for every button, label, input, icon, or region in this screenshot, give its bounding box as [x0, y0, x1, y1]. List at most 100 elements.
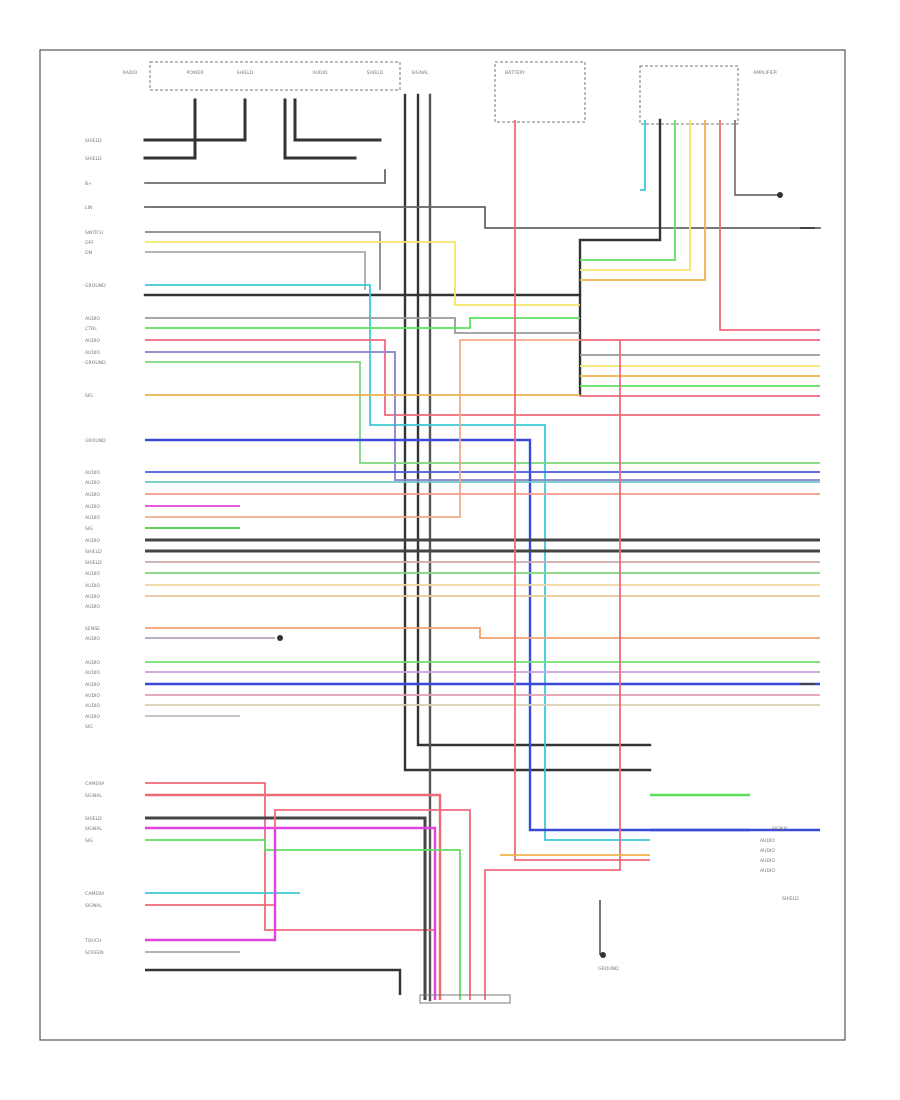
top-label-group: RADIO POWER SHIELD AUDIO SHIELD SIGNAL B…: [123, 70, 778, 76]
wire-trunk-1: [403, 93, 652, 772]
wire-ctrl-green: [145, 317, 580, 329]
left-label: SIG: [85, 724, 93, 730]
left-label: GROUND: [85, 438, 106, 444]
signal-wires: [145, 120, 820, 1000]
right-label: SIGNAL: [772, 826, 789, 832]
left-label: SIG: [85, 393, 93, 399]
left-label: AUDIO: [85, 714, 100, 720]
wire-switch: [145, 231, 381, 290]
left-label: CAMERA: [85, 891, 105, 897]
left-label: AUDIO: [85, 515, 100, 521]
wire-audio-pink: [145, 339, 820, 416]
ground-symbol-top: [777, 192, 783, 198]
left-label: AUDIO: [85, 693, 100, 699]
left-label: SHIELD: [85, 138, 102, 144]
left-label: AUDIO: [85, 350, 100, 356]
left-label: CTRL: [85, 326, 97, 332]
ground-symbol-left: [277, 635, 283, 641]
left-label: SENSE: [85, 626, 100, 632]
left-label: SHIELD: [85, 816, 102, 822]
left-label: AUDIO: [85, 338, 100, 344]
left-label-group: SHIELD SHIELD B+ LIN SWITCH OFF ON GROUN…: [84, 138, 106, 956]
left-label: AUDIO: [85, 660, 100, 666]
top-connector-c: [639, 65, 739, 125]
left-label: GROUND: [85, 360, 106, 366]
top-connector-a: [149, 61, 401, 91]
left-label: SIG: [85, 526, 93, 532]
left-label: ON: [85, 250, 92, 256]
left-label: SIGNAL: [85, 903, 102, 909]
left-label: AUDIO: [85, 492, 100, 498]
wire-audio-peach: [145, 339, 580, 518]
left-label: AUDIO: [85, 538, 100, 544]
top-label: RADIO: [123, 70, 138, 76]
left-label: SHIELD: [85, 156, 102, 162]
right-label: AUDIO: [760, 848, 775, 854]
left-label: AUDIO: [85, 470, 100, 476]
wire-b-plus: [144, 169, 386, 184]
left-label: AUDIO: [85, 703, 100, 709]
left-label: GROUND: [85, 283, 106, 289]
left-label: AUDIO: [85, 504, 100, 510]
wire-amp-cyan: [640, 120, 646, 191]
top-label: BATTERY: [505, 70, 525, 76]
left-label: SCREEN: [85, 950, 104, 956]
wire-battery: [514, 120, 650, 861]
wire-touch-magenta: [145, 828, 277, 942]
wire-signal-magenta: [145, 826, 437, 1000]
wire-amp-red: [719, 120, 820, 331]
left-label: SHIELD: [85, 549, 102, 555]
wire-signal-green3: [145, 839, 461, 1000]
top-label: AUDIO: [312, 70, 327, 76]
wire-camera-red2: [145, 809, 471, 1000]
wire-shield-1: [143, 98, 247, 142]
diagram-frame: [39, 49, 846, 1041]
left-label: LIN: [85, 205, 92, 211]
left-label: AUDIO: [85, 316, 100, 322]
left-label: AUDIO: [85, 636, 100, 642]
right-label: SHIELD: [782, 896, 799, 902]
left-label: OFF: [85, 240, 94, 246]
left-label: AUDIO: [85, 571, 100, 577]
top-label: SHIELD: [367, 70, 384, 76]
wire-camera-red: [145, 793, 442, 1000]
wire-lower-red: [484, 340, 621, 1000]
wire-sense-peach: [145, 627, 820, 639]
top-label: SIGNAL: [412, 70, 429, 76]
wire-shield-7: [145, 816, 427, 1000]
top-label: SHIELD: [237, 70, 254, 76]
right-connector-ticks: [800, 227, 815, 685]
left-label: AUDIO: [85, 682, 100, 688]
right-label: AUDIO: [760, 868, 775, 874]
wire-audio-violet: [145, 351, 820, 481]
left-label: AUDIO: [85, 604, 100, 610]
wire-ground-cyan: [145, 284, 650, 841]
top-connector-b: [494, 61, 586, 123]
right-label-group: SIGNAL AUDIO AUDIO AUDIO AUDIO SHIELD GR…: [598, 826, 799, 972]
wire-on: [145, 251, 366, 290]
left-label: AUDIO: [85, 583, 100, 589]
wire-off: [145, 241, 580, 306]
left-label: SWITCH: [85, 230, 103, 236]
left-label: SIGNAL: [85, 793, 102, 799]
left-label: TOUCH: [84, 938, 101, 944]
wire-trunk-2: [416, 93, 652, 747]
wire-ground-blue: [145, 438, 820, 832]
left-label: SIGNAL: [85, 826, 102, 832]
right-label: AUDIO: [760, 858, 775, 864]
wire-shield-4: [293, 98, 382, 142]
wire-ground-right: [734, 120, 780, 196]
wire-amp-green: [580, 120, 676, 261]
wire-touch-black: [145, 968, 402, 995]
left-label: SHIELD: [85, 560, 102, 566]
wire-shield-2: [143, 98, 197, 160]
wire-camera-pink: [145, 782, 435, 931]
top-label: AMPLIFIER: [753, 70, 778, 76]
left-label: AUDIO: [85, 670, 100, 676]
left-label: AUDIO: [85, 480, 100, 486]
right-label: AUDIO: [760, 838, 775, 844]
left-label: SIG: [85, 838, 93, 844]
wire-shield-3: [283, 98, 357, 160]
left-label: AUDIO: [85, 594, 100, 600]
